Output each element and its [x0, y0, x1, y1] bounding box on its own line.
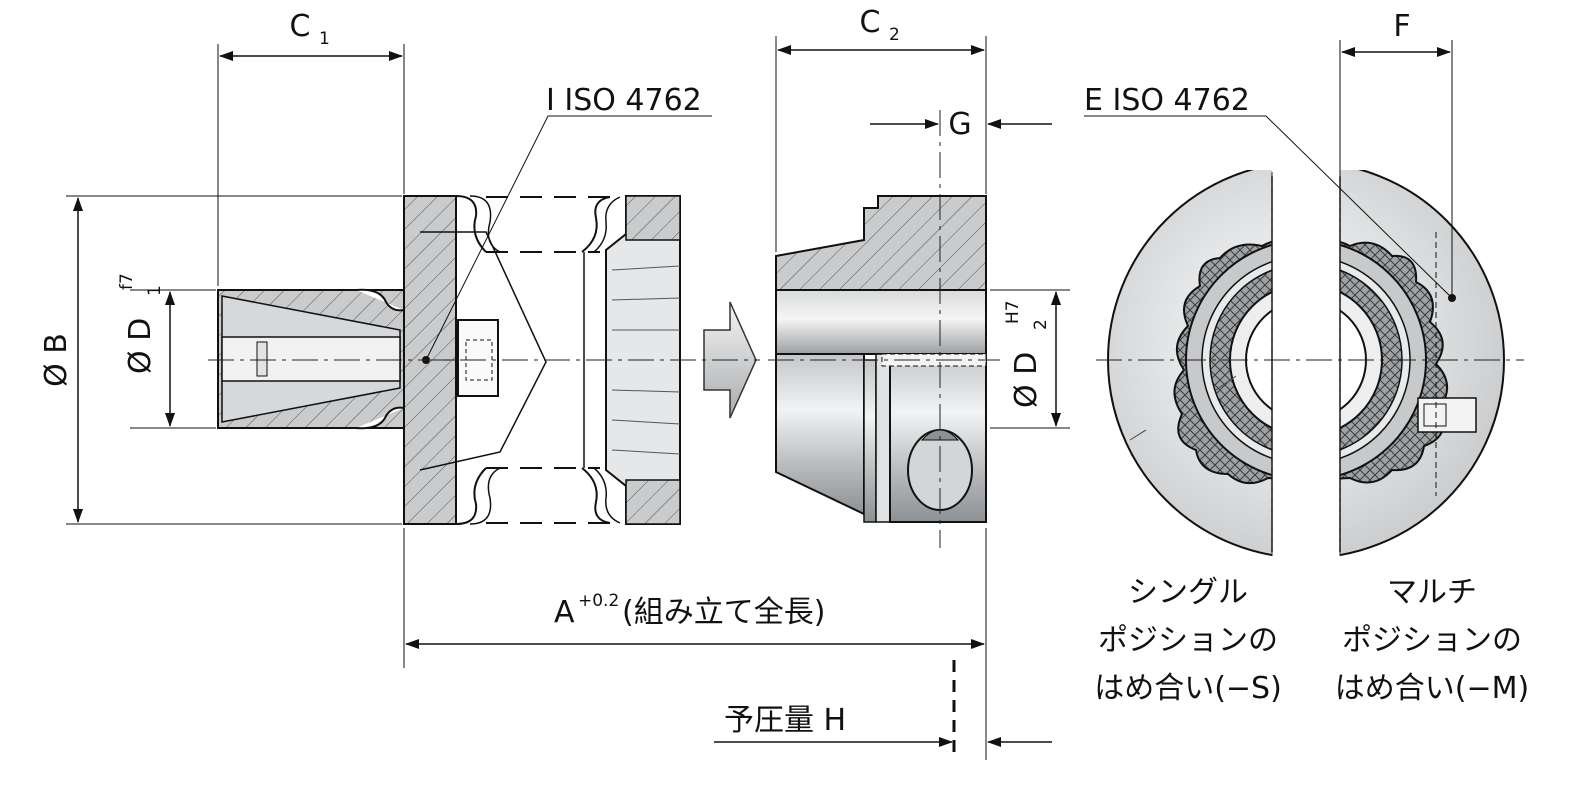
dimension-c2: C 2 — [860, 5, 900, 45]
callout-screw-e: E ISO 4762 — [1084, 83, 1250, 118]
dimension-c1: C 1 — [290, 9, 330, 49]
d1-superscript: f7 — [117, 273, 137, 290]
dimension-d1: Ø D 1 f7 — [117, 273, 165, 374]
h-label: 予圧量 H — [724, 703, 846, 738]
c2-label: C — [860, 5, 881, 40]
g-label: G — [948, 107, 971, 142]
caption-single-position: シングル ポジションの はめ合い(−S) — [1094, 575, 1282, 706]
d1-subscript: 1 — [145, 285, 165, 296]
a-tolerance: +0.2 — [578, 591, 619, 611]
c2-subscript: 2 — [889, 25, 900, 45]
c1-subscript: 1 — [319, 29, 330, 49]
a-note: (組み立て全長) — [622, 595, 825, 630]
leader-lines — [425, 115, 1453, 361]
d2-subscript: 2 — [1031, 319, 1051, 330]
caption-multi-position: マルチ ポジションの はめ合い(−M) — [1335, 575, 1529, 706]
d1-label: Ø D — [123, 318, 158, 374]
c1-label: C — [290, 9, 311, 44]
multi-line-2: ポジションの — [1342, 623, 1522, 658]
spider-element — [419, 195, 621, 525]
multi-line-3: はめ合い(−M) — [1335, 671, 1529, 706]
single-line-3: はめ合い(−S) — [1094, 671, 1282, 706]
center-lines — [208, 110, 1524, 556]
b-label: Ø B — [39, 333, 74, 387]
dimension-lines — [73, 45, 1451, 747]
dimension-a: A +0.2 (組み立て全長) — [554, 591, 825, 630]
extension-lines — [66, 36, 1453, 760]
hub-2-section — [775, 195, 987, 523]
single-line-2: ポジションの — [1098, 623, 1278, 658]
f-label: F — [1393, 9, 1410, 44]
a-label: A — [554, 595, 575, 630]
multi-line-1: マルチ — [1387, 575, 1477, 610]
d2-superscript: H7 — [1003, 300, 1023, 324]
dimension-d2: Ø D 2 H7 — [1003, 300, 1051, 408]
callout-screw-i: I ISO 4762 — [546, 83, 702, 118]
d2-label: Ø D — [1009, 352, 1044, 408]
single-line-1: シングル — [1128, 575, 1248, 610]
